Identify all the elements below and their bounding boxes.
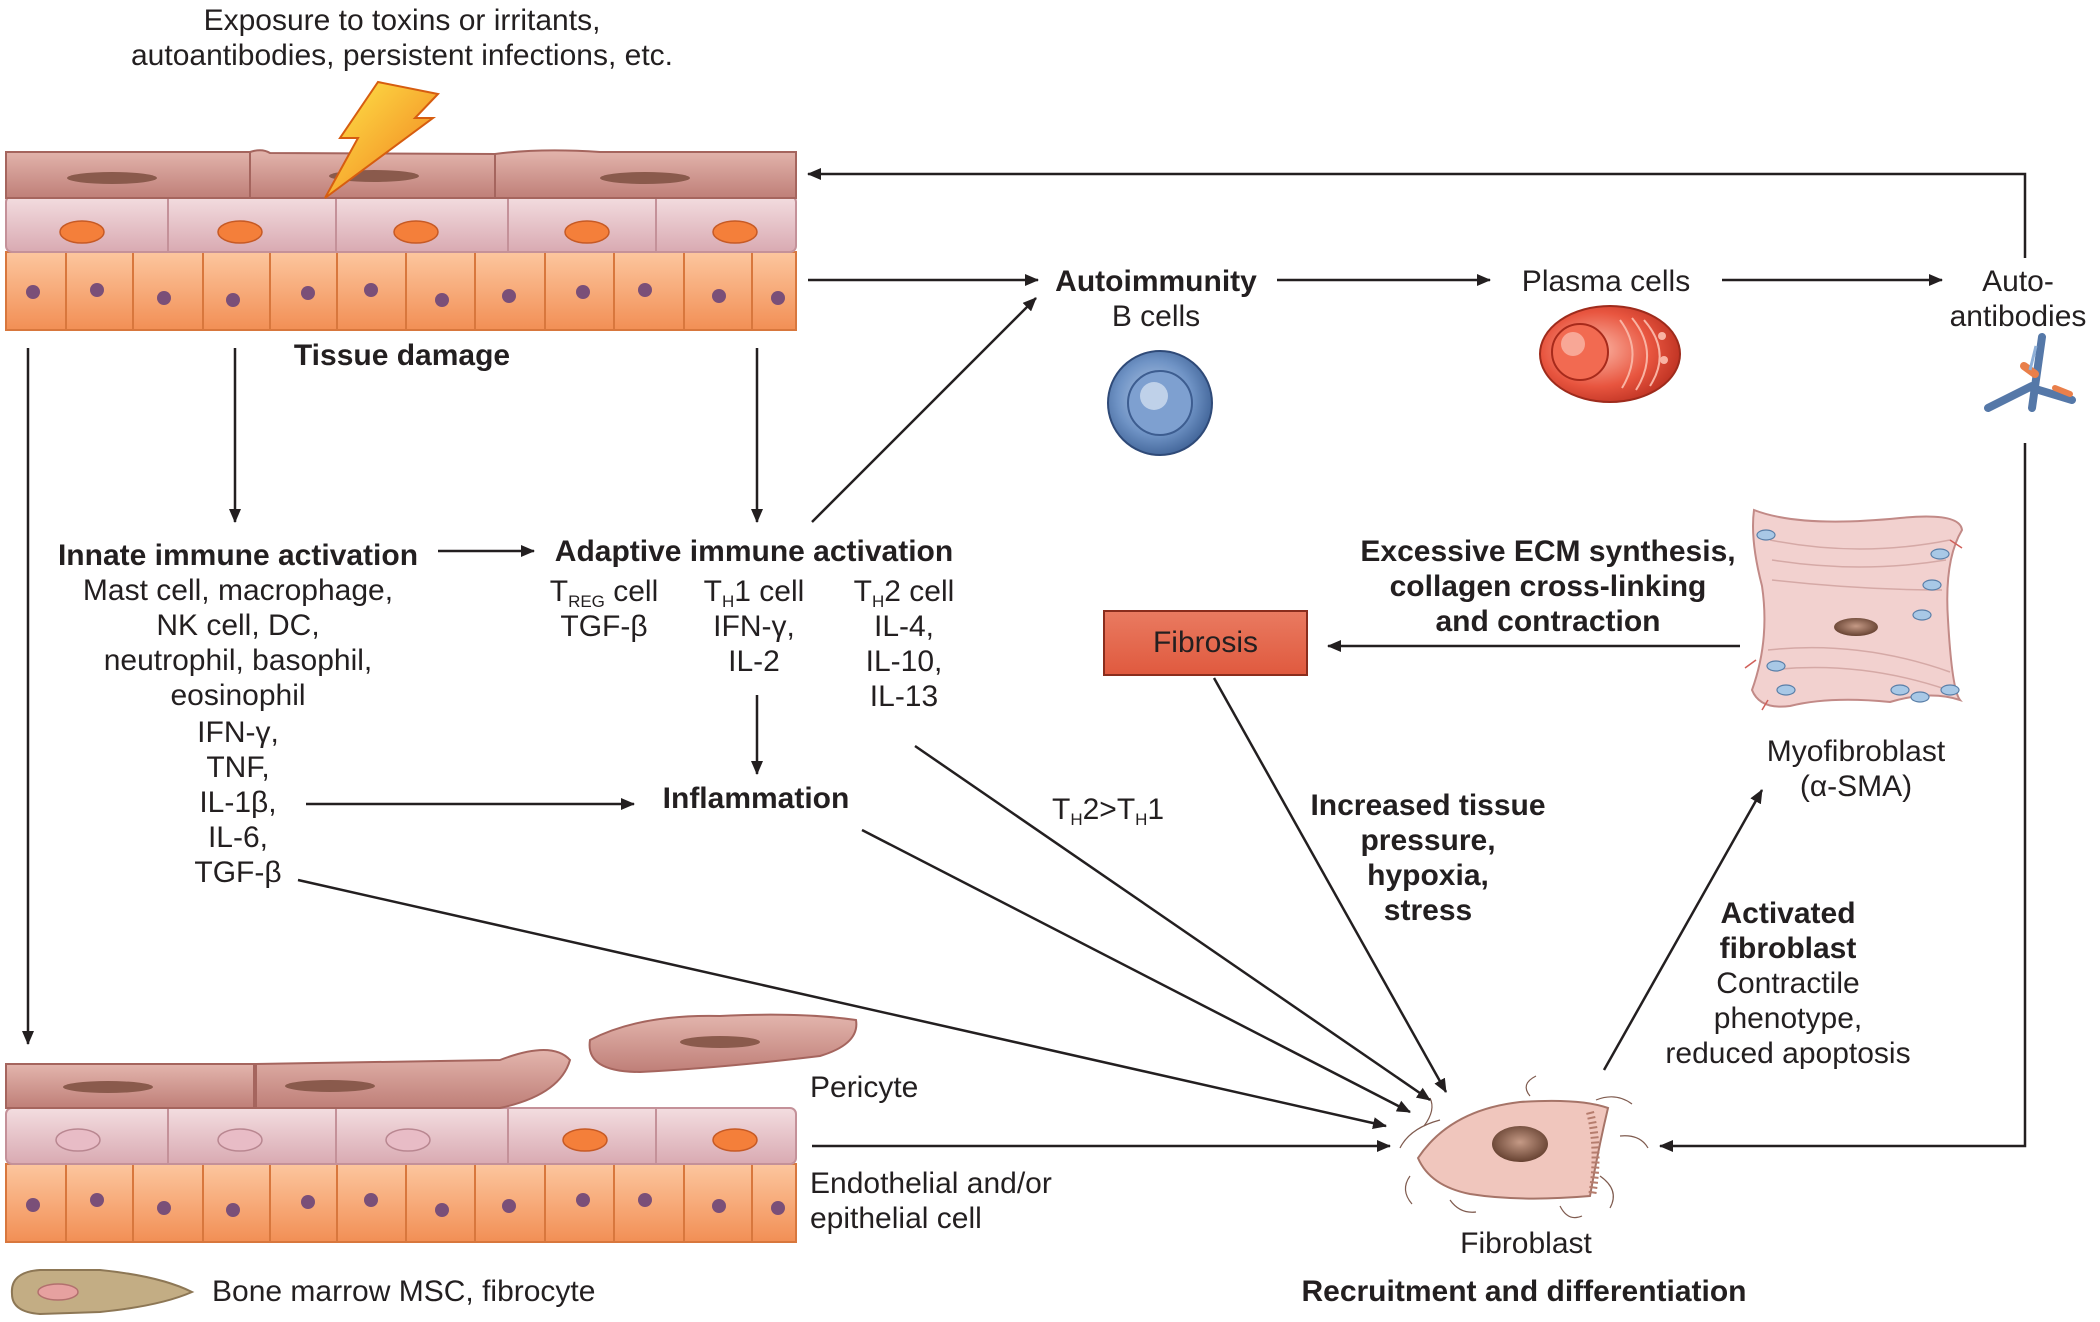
- th2-gt-th1-label: TH2>TH1: [1052, 793, 1165, 829]
- fibrosis-box: Fibrosis: [1103, 610, 1308, 676]
- tissue-damage-label: Tissue damage: [293, 339, 511, 372]
- diagram-arrows: [22, 168, 2027, 1152]
- pericyte-illustration: [588, 1013, 858, 1074]
- fibroblast-illustration: [1399, 1075, 1649, 1219]
- arrow-inflammation-to-fibroblast: [861, 828, 1411, 1114]
- myofibroblast-label: Myofibroblast(α-SMA): [1766, 735, 1946, 803]
- innate-immune-activation: Innate immune activation Mast cell, macr…: [57, 539, 419, 712]
- autoantibodies-label: Auto-antibodies: [1949, 265, 2087, 333]
- innate-cytokines: IFN-γ, TNF, IL-1β, IL-6, TGF-β: [194, 716, 282, 889]
- inflammation-label: Inflammation: [662, 782, 850, 815]
- arrow-adaptive-to-autoimmunity: [811, 297, 1037, 523]
- ecm-synthesis-label: Excessive ECM synthesis,collagen cross-l…: [1360, 535, 1736, 638]
- fibroblast-label: Fibroblast: [1460, 1227, 1592, 1260]
- arrow-fibrosis-to-fibroblast: [1212, 677, 1448, 1093]
- th1-cell-label: TH1 cell IFN-γ, IL-2: [703, 575, 805, 678]
- arrow-fibroblast-to-myofibroblast: [1602, 789, 1764, 1071]
- msc-label: Bone marrow MSC, fibrocyte: [212, 1275, 596, 1308]
- b-cell-illustration: [1107, 350, 1213, 456]
- adaptive-immune-activation: Adaptive immune activation: [554, 535, 954, 568]
- th2-cell-label: TH2 cell IL-4, IL-10, IL-13: [853, 575, 955, 713]
- exposure-label: Exposure to toxins or irritants,autoanti…: [131, 4, 673, 72]
- recruitment-label: Recruitment and differentiation: [1301, 1275, 1747, 1308]
- lightning-bolt-icon: [324, 80, 440, 199]
- bone-marrow-msc-illustration: [10, 1269, 195, 1316]
- arrow-th2-to-fibroblast: [914, 744, 1431, 1102]
- pericyte-label: Pericyte: [810, 1071, 919, 1104]
- plasma-cell-illustration: [1539, 305, 1681, 403]
- myofibroblast-illustration: [1744, 508, 1964, 711]
- treg-cell-label: TREG cell TGF-β: [549, 575, 659, 643]
- damaged-tissue-illustration: [5, 149, 797, 331]
- autoantibody-icon: [1984, 333, 2076, 412]
- plasma-cells-label: Plasma cells: [1521, 265, 1691, 298]
- normal-tissue-illustration: [5, 1049, 797, 1243]
- arrow-autoantibodies-to-tissue: [807, 168, 2027, 258]
- arrow-autoantibodies-to-fibroblast: [1659, 443, 2027, 1152]
- arrow-tgfb-to-fibroblast: [297, 878, 1387, 1129]
